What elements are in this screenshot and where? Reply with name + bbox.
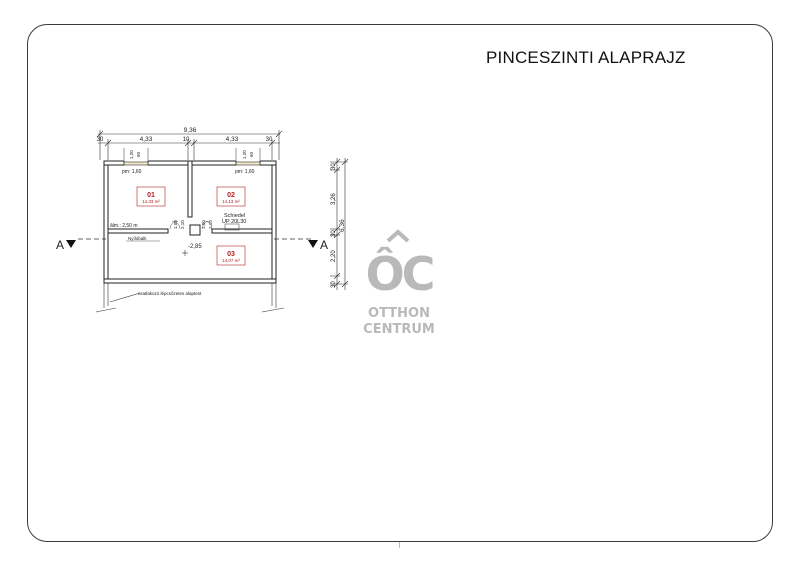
dim-total-width: 9,36 — [184, 127, 197, 134]
beam-label: Nyílóbalk — [128, 236, 147, 241]
dim-right-span-bottom: 2,20 — [331, 250, 337, 262]
foundation-note: csatlakozó lépcsőzetes alaptest — [138, 291, 202, 296]
room-01-area: 14,33 m² — [142, 199, 160, 204]
level-marker: -2,85 — [188, 244, 202, 250]
room-03-number: 03 — [227, 251, 235, 258]
section-label-left: A — [56, 238, 64, 252]
window-left-height: 60 — [136, 151, 141, 157]
logo-line-2: CENTRUM — [363, 322, 435, 337]
dim-right-mid-wall: 30 — [331, 230, 337, 237]
right-dimension-lines — [330, 158, 349, 290]
room-01-number: 01 — [147, 192, 155, 199]
room-03-area: 14,07 m² — [222, 258, 240, 263]
room-02-area: 14,13 m² — [222, 199, 240, 204]
dim-right-total: 6,36 — [339, 219, 346, 232]
window-openings — [123, 161, 261, 166]
section-label-right: A — [320, 238, 328, 252]
building-walls — [103, 160, 277, 284]
level-cross-icon — [182, 250, 188, 256]
door-2-width: 1,00 — [201, 220, 206, 229]
room-02-number: 02 — [227, 192, 235, 199]
window-right-height: 60 — [249, 151, 254, 157]
chimney-label-2: UP 20L30 — [222, 219, 246, 225]
drawing-title: PINCESZINTI ALAPRAJZ — [486, 48, 686, 67]
drawing-sheet-frame — [27, 24, 773, 542]
foundation-lines — [95, 283, 285, 313]
window-right-width: 1,20 — [242, 150, 247, 159]
dim-wall-left: 30 — [97, 137, 104, 143]
dim-right-span-top: 3,26 — [331, 193, 337, 205]
chimney-flue — [224, 223, 240, 231]
window-right-label: pm: 1,60 — [235, 169, 255, 175]
door-swings — [169, 220, 213, 230]
bottom-center-tick — [399, 542, 400, 548]
door-1-width: 1,00 — [173, 220, 178, 229]
room-01: 01 14,33 m² — [136, 186, 166, 207]
section-arrow-right-icon — [308, 240, 318, 248]
window-left-label: pm: 1,60 — [122, 169, 142, 175]
dim-right-top-wall: 30 — [331, 163, 337, 170]
room-03: 03 14,07 m² — [216, 245, 246, 266]
window-left-width: 1,20 — [129, 150, 134, 159]
dim-wall-right: 30 — [266, 137, 273, 143]
otthon-centrum-logo: ÔC OTTHON CENTRUM — [363, 229, 436, 337]
logo-roof-icon — [386, 229, 410, 243]
room-02: 02 14,13 m² — [216, 186, 246, 207]
top-dimension-lines — [96, 130, 283, 160]
room-03-frame — [216, 245, 246, 266]
window-dimension-marks — [123, 148, 261, 160]
dim-partition: 10 — [183, 137, 190, 143]
room-01-frame — [136, 186, 166, 207]
logo-line-1: OTTHON — [368, 306, 430, 321]
dim-span-left: 4,33 — [140, 136, 153, 143]
dim-span-right: 4,33 — [226, 136, 239, 143]
door-1-height: 2,10 — [180, 220, 185, 229]
section-arrow-left-icon — [66, 240, 76, 248]
chimney-label-1: Schiedel — [224, 213, 245, 219]
room-02-frame — [216, 186, 246, 207]
logo-mark: ÔC — [366, 247, 433, 301]
beam-left-label: âlm.: 2,50 m — [110, 223, 138, 229]
dim-right-bottom-wall: 30 — [331, 281, 337, 288]
door-2-height: 2,10 — [208, 220, 213, 229]
